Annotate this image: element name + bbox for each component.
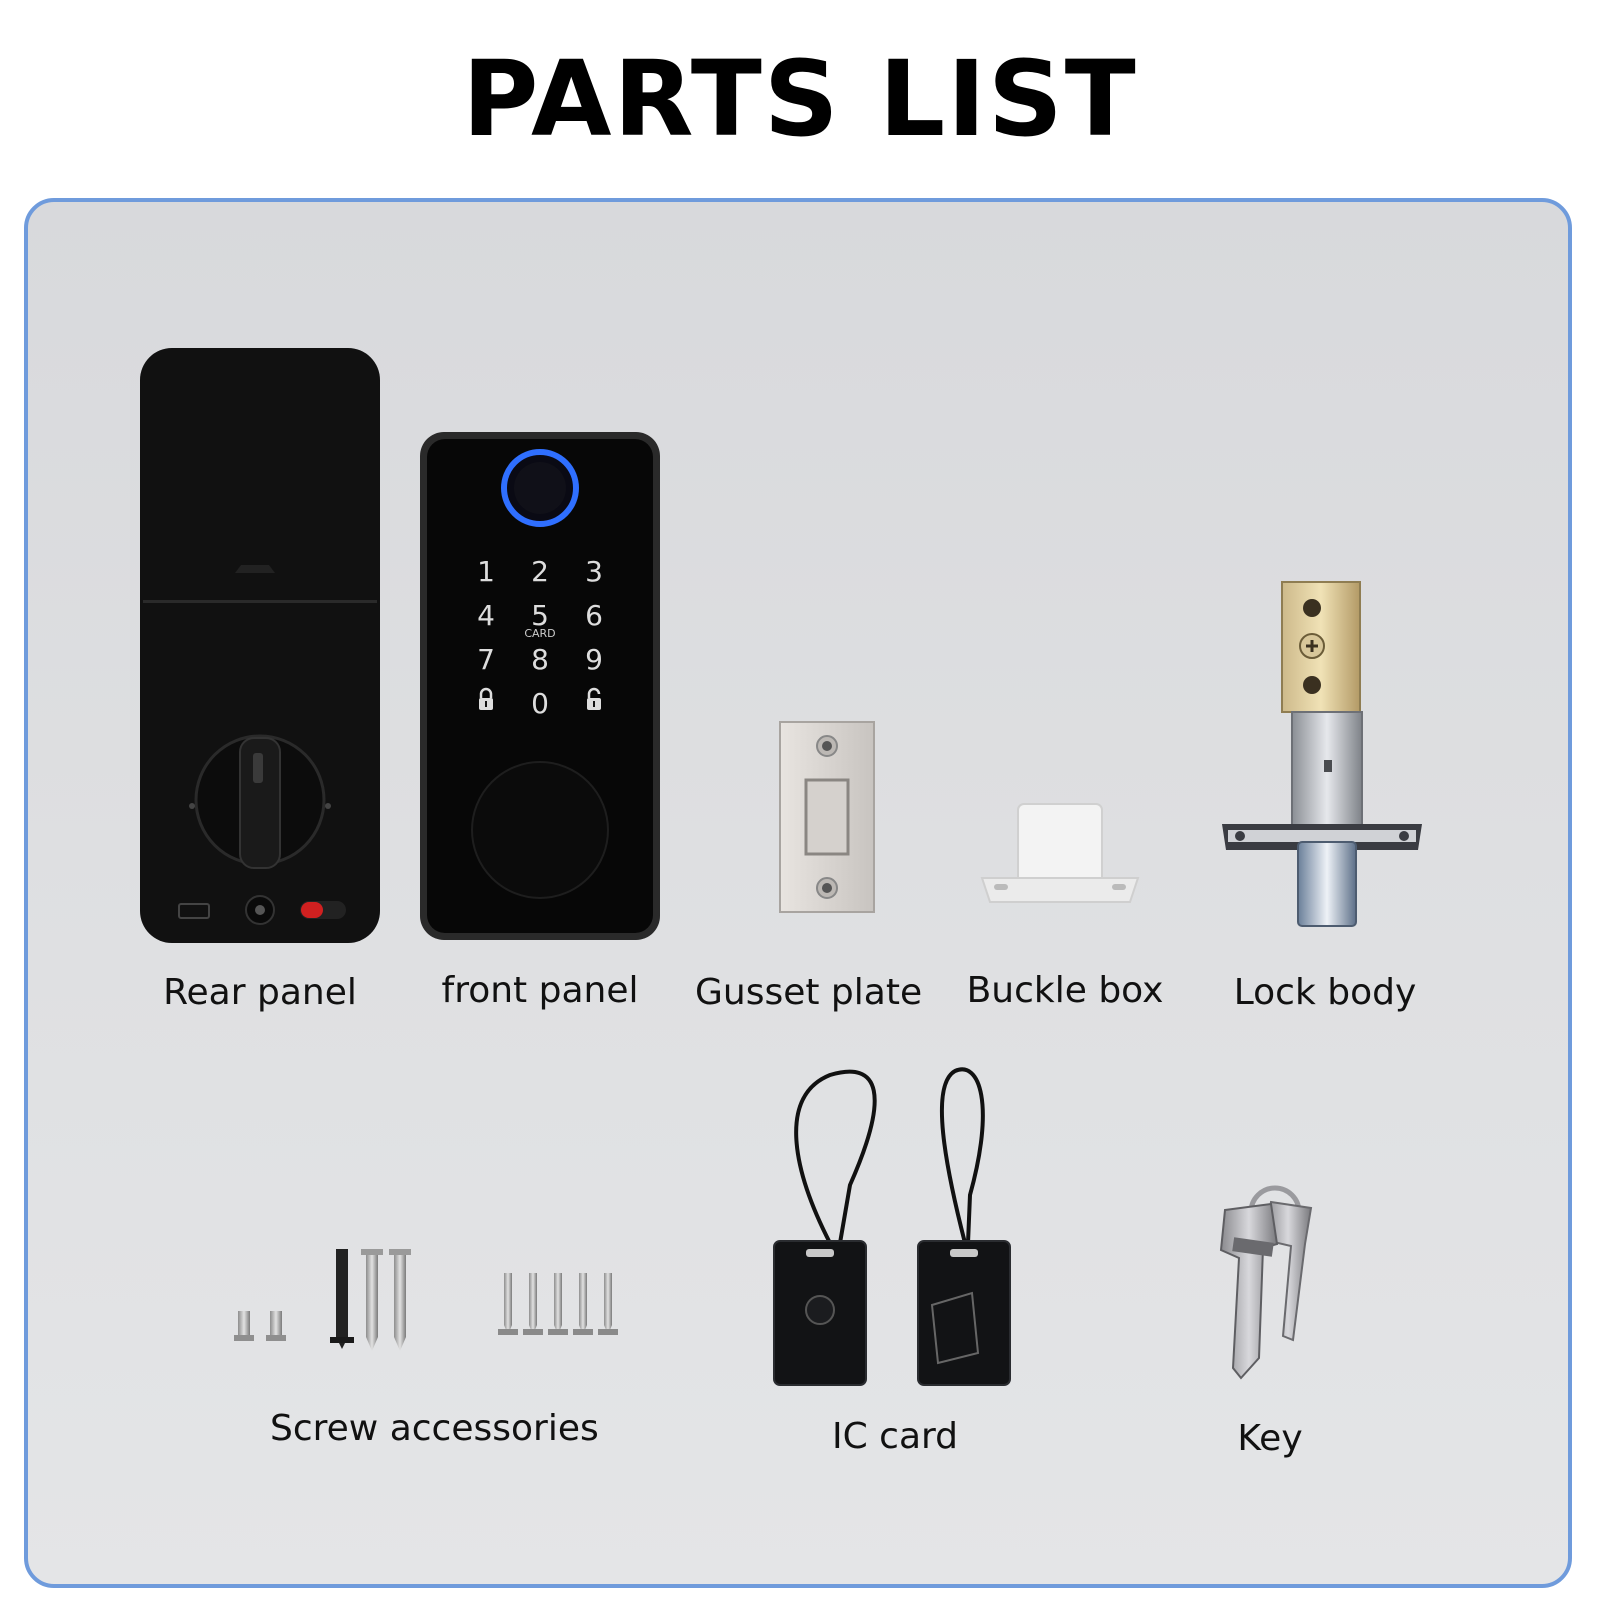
rear-panel-icon <box>140 348 380 943</box>
keypad-key-7[interactable]: 7 <box>477 643 495 676</box>
unlock-key-icon[interactable] <box>568 687 620 713</box>
front-panel-icon <box>420 432 660 940</box>
gusset-plate-icon <box>779 721 875 913</box>
keypad-key-6[interactable]: 6 <box>585 599 603 632</box>
keypad-key-2[interactable]: 2 <box>531 555 549 588</box>
keypad: 1 2 3 4 5 6 CARD 7 8 9 0 <box>460 555 620 731</box>
keypad-key-9[interactable]: 9 <box>585 643 603 676</box>
key-label: Key <box>1237 1418 1303 1459</box>
screw-accessories-label: Screw accessories <box>270 1408 599 1449</box>
ic-card-icon <box>773 1067 1011 1386</box>
front-panel-label: front panel <box>441 970 639 1011</box>
key-icon <box>1219 1185 1313 1380</box>
buckle-box-icon <box>980 803 1140 903</box>
buckle-box-label: Buckle box <box>966 970 1164 1011</box>
keypad-key-0[interactable]: 0 <box>531 687 549 720</box>
screws-icon <box>234 1249 618 1351</box>
keypad-key-3[interactable]: 3 <box>585 555 603 588</box>
keypad-key-8[interactable]: 8 <box>531 643 549 676</box>
keypad-key-4[interactable]: 4 <box>477 599 495 632</box>
keypad-key-1[interactable]: 1 <box>477 555 495 588</box>
rear-panel-label: Rear panel <box>163 972 357 1013</box>
page-title: PARTS LIST <box>462 38 1138 160</box>
keypad-card-text: CARD <box>524 627 556 640</box>
lock-key-icon[interactable] <box>460 687 512 713</box>
gusset-plate-label: Gusset plate <box>695 972 923 1013</box>
keypad-key-5[interactable]: 5 <box>531 599 549 632</box>
lock-body-icon <box>1222 581 1422 927</box>
ic-card-label: IC card <box>831 1416 959 1457</box>
lock-body-label: Lock body <box>1233 972 1417 1013</box>
